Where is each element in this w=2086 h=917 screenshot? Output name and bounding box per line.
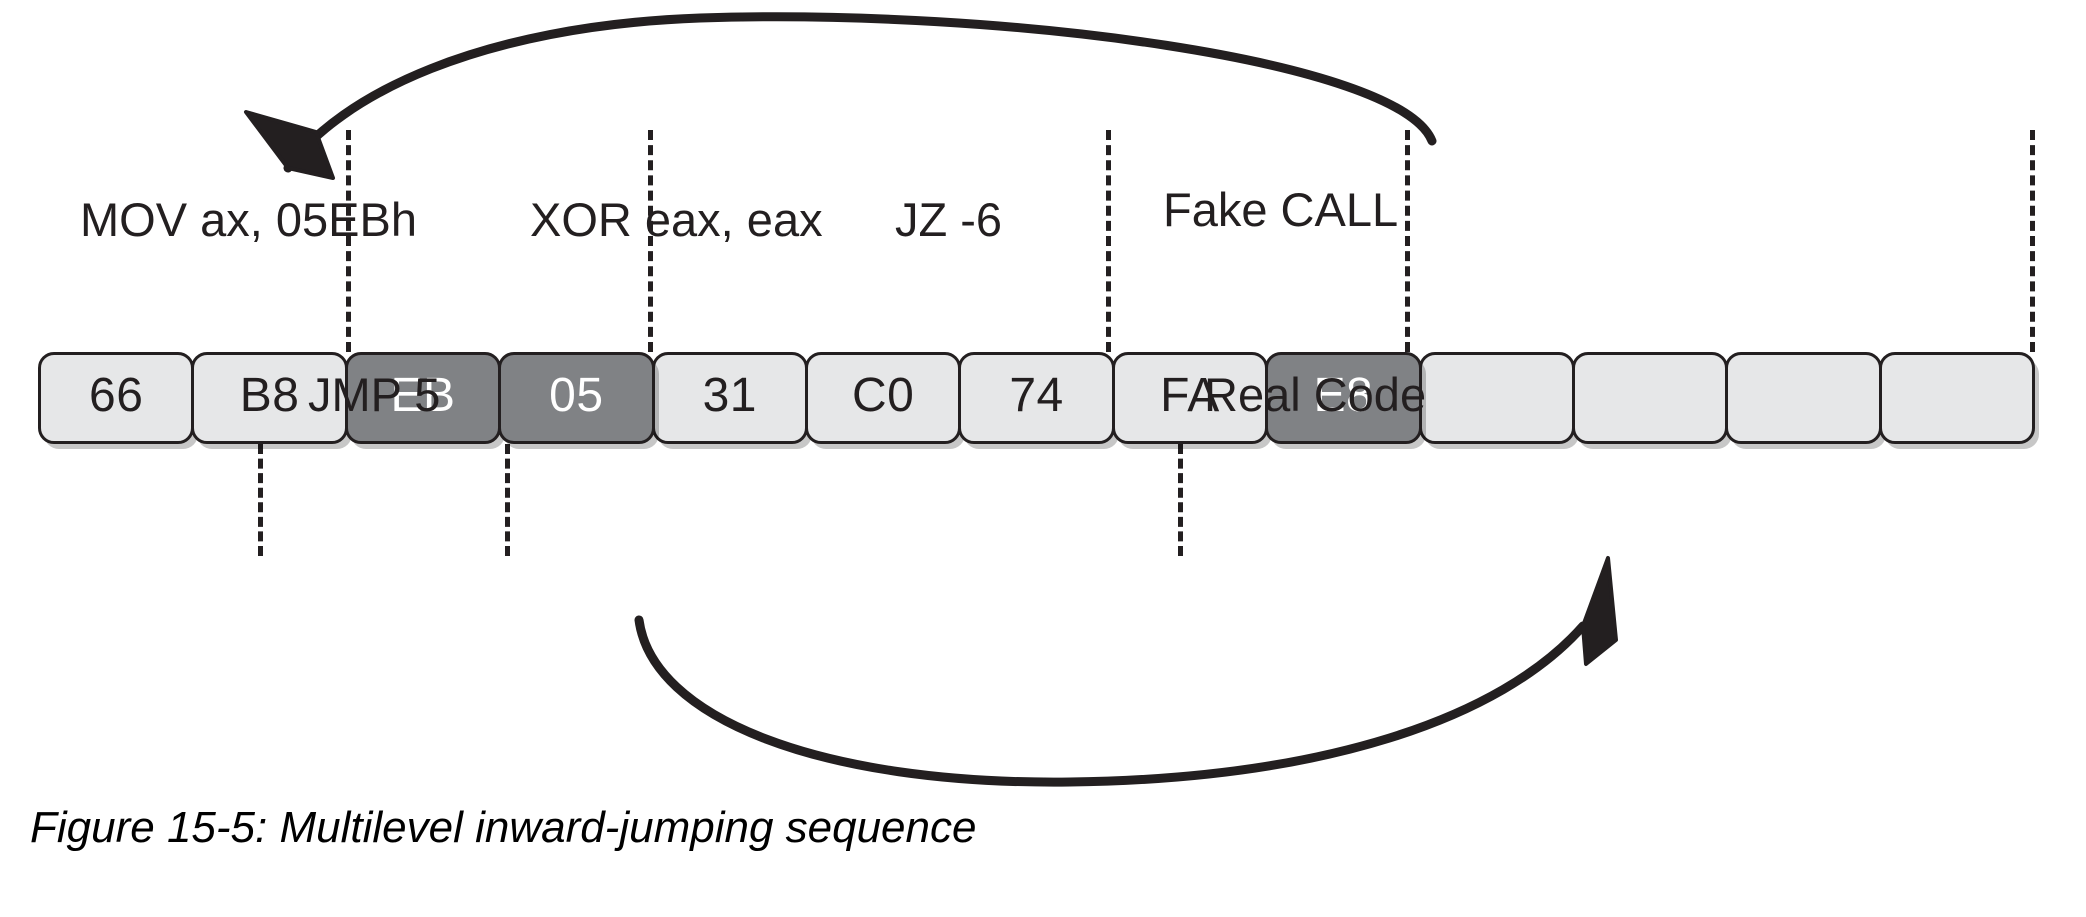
separator-line-above — [346, 130, 351, 352]
annotation-real-code: Real Code — [1204, 368, 1427, 421]
byte-value: E8 — [1313, 369, 1374, 422]
byte-value: C0 — [851, 369, 915, 422]
byte-cell: E8 — [1265, 352, 1422, 444]
byte-cell: 05 — [498, 352, 655, 444]
byte-value: 05 — [549, 369, 604, 422]
jz-inward-arrow-line — [634, 615, 1588, 787]
annotation-jmp-5: JMP 5 — [308, 368, 441, 421]
byte-cell: FA — [1111, 352, 1269, 444]
jmp-backward-arrow-head — [244, 110, 335, 180]
byte-sequence-strip: 66 B8 EB 05 31 C0 74 FA E8 — [38, 352, 2036, 444]
annotation-mov-ax-05ebh: MOV ax, 05EBh — [80, 193, 417, 246]
annotation-xor-eax-eax: XOR eax, eax — [530, 193, 823, 246]
byte-cell: 31 — [651, 352, 808, 444]
byte-value: 31 — [702, 369, 757, 422]
byte-cell: EB — [344, 352, 502, 444]
separator-line-above — [648, 130, 653, 352]
byte-value: B8 — [239, 369, 300, 422]
byte-cell: C0 — [804, 352, 962, 444]
byte-value: 66 — [89, 369, 144, 422]
byte-cell — [1571, 352, 1729, 444]
byte-value: 74 — [1009, 369, 1064, 422]
separator-line-below — [258, 444, 263, 556]
byte-cell: 74 — [958, 352, 1115, 444]
byte-cell — [1878, 352, 2036, 444]
separator-line-below — [1178, 444, 1183, 556]
figure-caption: Figure 15-5: Multilevel inward-jumping s… — [30, 803, 977, 852]
byte-cell — [1725, 352, 1882, 444]
byte-cell — [1418, 352, 1575, 444]
separator-line-above — [1106, 130, 1111, 352]
jz-inward-arrow-head — [1581, 556, 1618, 666]
separator-line-above — [2030, 130, 2035, 352]
byte-cell: 66 — [38, 352, 195, 444]
annotation-fake-call: Fake CALL — [1163, 183, 1399, 236]
byte-value: EB — [390, 369, 456, 422]
byte-value: FA — [1160, 369, 1220, 422]
jmp-backward-arrow-line — [283, 12, 1437, 173]
separator-line-below — [505, 444, 510, 556]
annotation-jz-minus-6: JZ -6 — [895, 193, 1003, 246]
separator-line-above — [1405, 130, 1410, 352]
